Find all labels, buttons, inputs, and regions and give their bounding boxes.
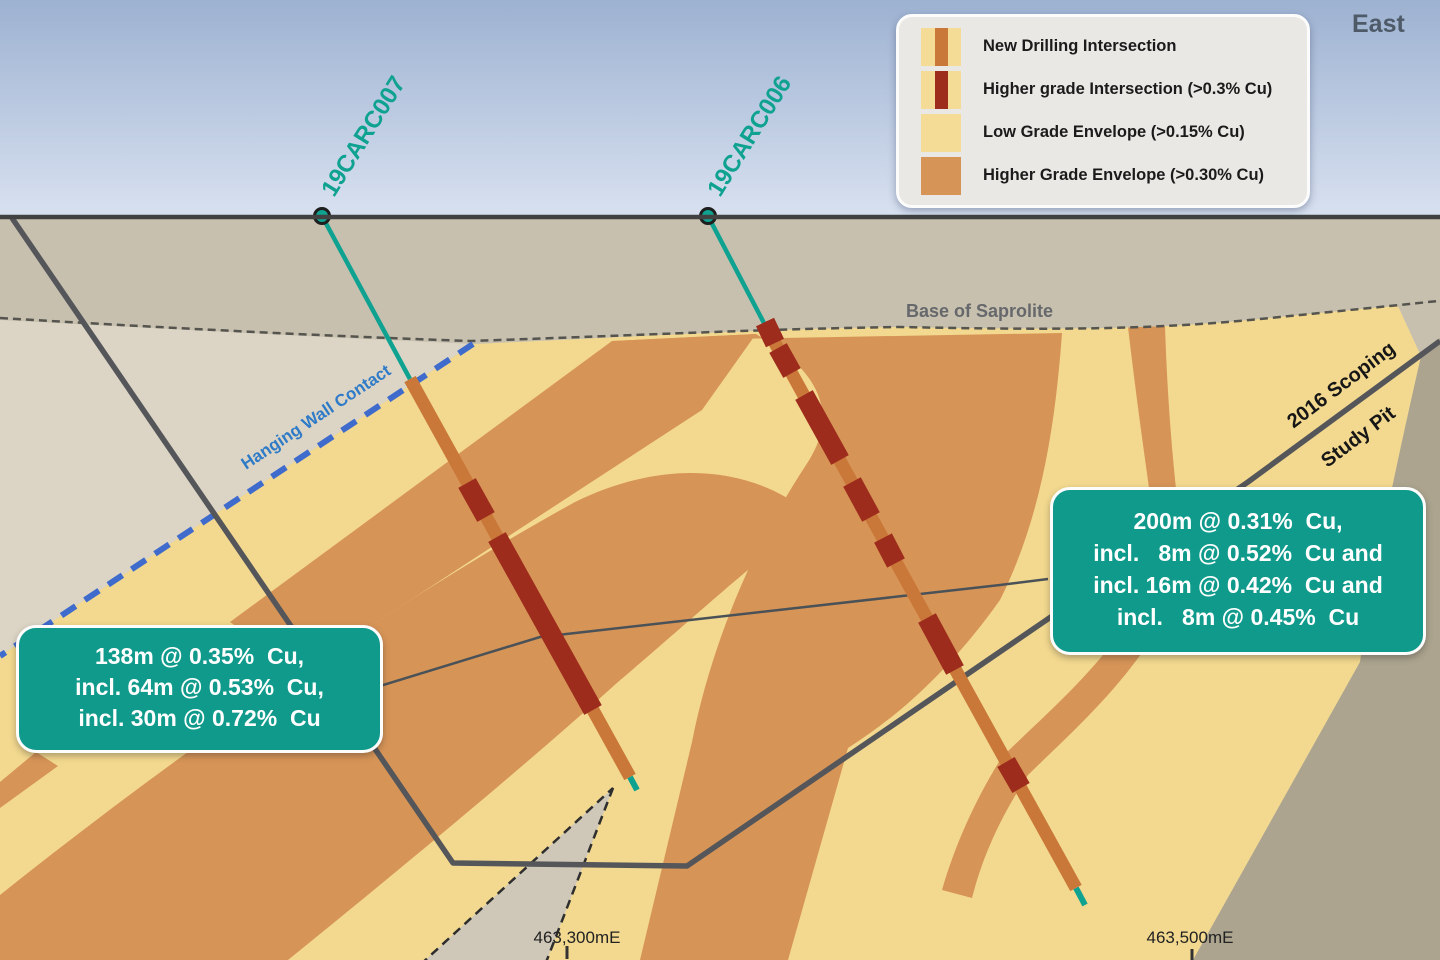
waste-wedge — [423, 787, 615, 960]
legend-item-label: Low Grade Envelope (>0.15% Cu) — [983, 123, 1245, 141]
legend-item-higher-grade-envelope: Higher Grade Envelope (>0.30% Cu) — [909, 155, 1297, 197]
envelope-central-mass — [612, 333, 1062, 960]
higher-grade-envelope-swatch — [921, 156, 961, 195]
higher-grade-intersection-swatch — [921, 70, 961, 109]
envelope-band-thin — [0, 752, 58, 808]
result-line: 138m @ 0.35% Cu, — [94, 643, 305, 669]
orange-stripe-icon — [934, 27, 948, 66]
result-line: incl. 8m @ 0.45% Cu — [1116, 604, 1360, 630]
result-line: 200m @ 0.31% Cu, — [1133, 508, 1343, 534]
legend-item-label: New Drilling Intersection — [983, 37, 1177, 55]
result-line: incl. 64m @ 0.53% Cu, — [75, 674, 324, 700]
high-grade-interval — [795, 390, 849, 465]
legend-item-low-grade-envelope: Low Grade Envelope (>0.15% Cu) — [909, 112, 1297, 154]
easting-label-463300: 463,300mE — [534, 928, 621, 947]
high-grade-interval — [755, 317, 785, 348]
high-grade-interval — [458, 478, 495, 522]
result-line: incl. 16m @ 0.42% Cu and — [1093, 572, 1383, 598]
easting-label-463500: 463,500mE — [1147, 928, 1234, 947]
red-stripe-icon — [934, 70, 948, 109]
callout-19CARC007-results: 138m @ 0.35% Cu, incl. 64m @ 0.53% Cu, i… — [16, 625, 383, 753]
high-grade-interval — [843, 477, 880, 522]
result-line: incl. 8m @ 0.52% Cu and — [1093, 540, 1383, 566]
legend-item-label: Higher grade Intersection (>0.3% Cu) — [983, 80, 1273, 98]
base-of-saprolite-line — [0, 299, 1439, 343]
saprolite-above-pit-right — [1398, 301, 1440, 354]
hanging-wall-barren-zone — [0, 320, 473, 656]
high-grade-interval — [997, 757, 1030, 793]
callout-19CARC006-results: 200m @ 0.31% Cu, incl. 8m @ 0.52% Cu and… — [1050, 487, 1426, 655]
high-grade-interval — [769, 343, 801, 378]
direction-label-east: East — [1352, 10, 1405, 38]
low-grade-envelope-swatch — [921, 113, 961, 152]
result-line: incl. 30m @ 0.72% Cu — [78, 705, 321, 731]
drill-trace-19CARC006 — [699, 207, 1088, 907]
new-drilling-intersection-swatch — [921, 27, 961, 66]
legend-item-higher-grade-intersection: Higher grade Intersection (>0.3% Cu) — [909, 69, 1297, 111]
envelope-band-lower-left — [0, 472, 802, 960]
high-grade-interval — [918, 613, 964, 675]
base-of-saprolite-label: Base of Saprolite — [906, 301, 1053, 321]
higher-grade-envelope-bands — [0, 326, 1186, 960]
envelope-band-gentle — [230, 334, 756, 672]
legend: New Drilling Intersection Higher grade I… — [896, 14, 1310, 208]
high-grade-interval — [874, 533, 905, 568]
high-grade-interval — [488, 532, 602, 715]
drill-trace-19CARC007 — [313, 207, 640, 792]
structure-line — [369, 577, 1049, 691]
legend-item-new-drilling-intersection: New Drilling Intersection — [909, 26, 1297, 68]
hanging-wall-contact-line — [0, 341, 475, 659]
barren-rock-right — [1193, 301, 1440, 960]
legend-item-label: Higher Grade Envelope (>0.30% Cu) — [983, 166, 1265, 184]
